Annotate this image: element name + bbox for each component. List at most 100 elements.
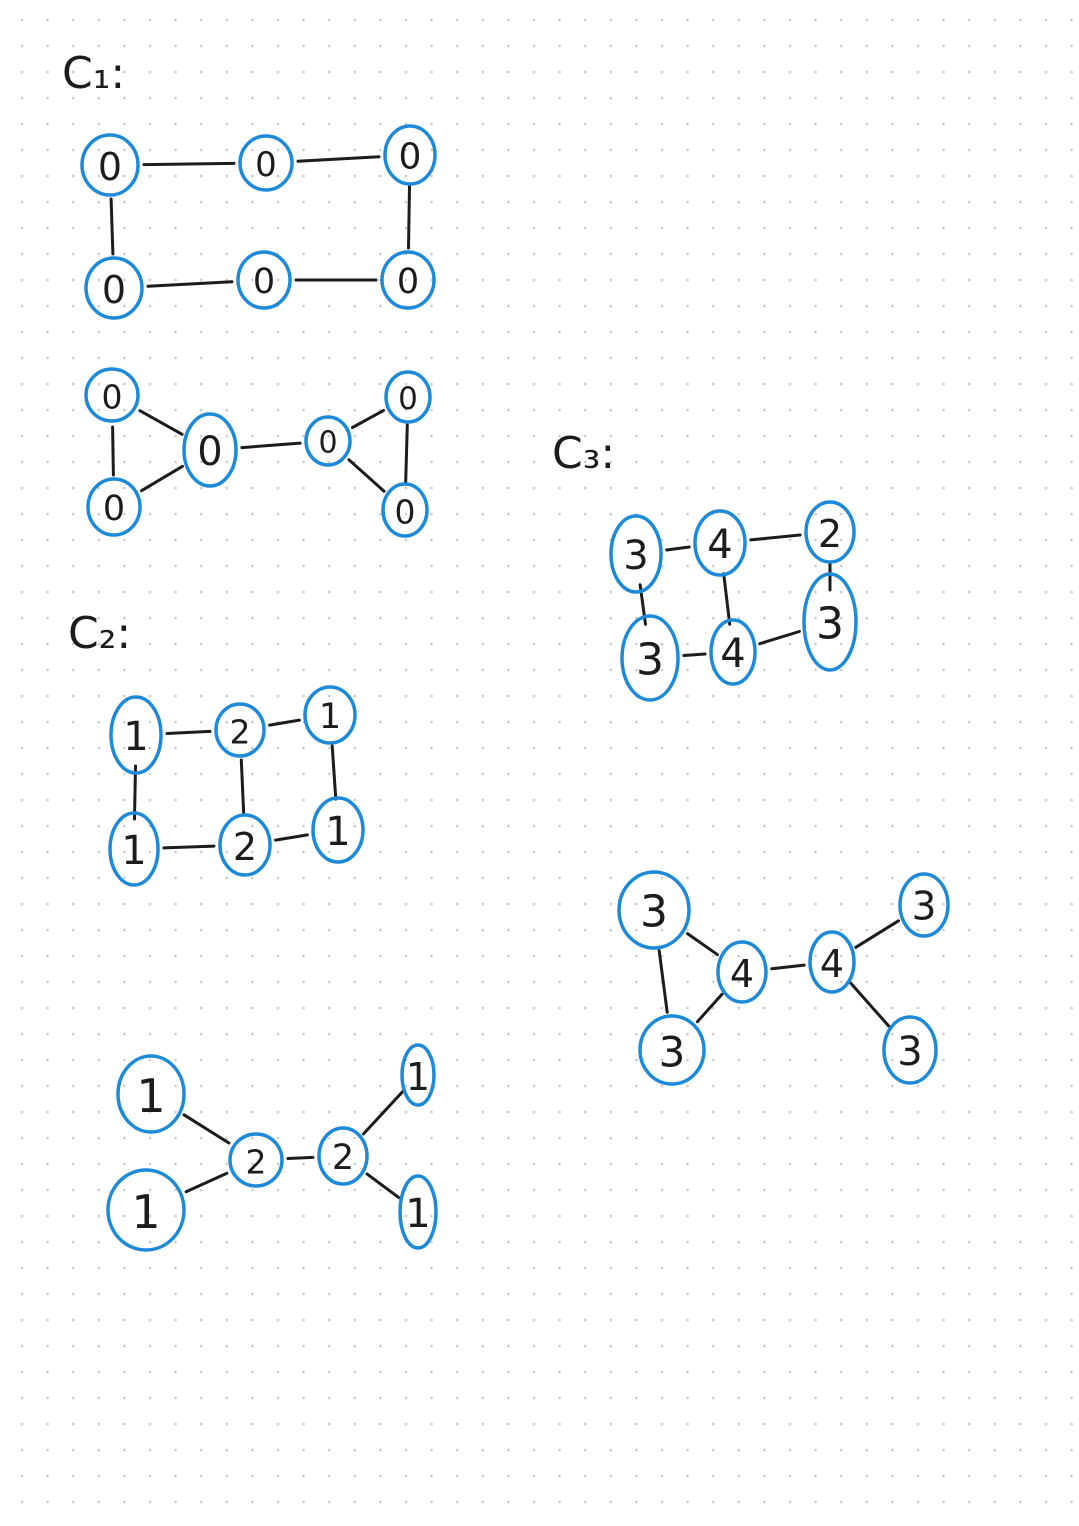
node-label: 0 <box>197 429 222 475</box>
node-label: 0 <box>395 493 416 532</box>
node-c3a5: 4 <box>709 618 757 686</box>
node-c2a3: 1 <box>303 685 357 745</box>
label-c2: C₂: <box>68 608 131 659</box>
edge-c2a1-c2a4 <box>133 764 137 821</box>
node-a4: 0 <box>84 256 144 320</box>
node-ring <box>398 1174 438 1250</box>
node-label: 1 <box>319 697 341 737</box>
node-ring <box>108 811 160 887</box>
node-ring <box>304 415 352 467</box>
node-ring <box>620 614 680 702</box>
node-ring <box>898 872 950 938</box>
node-label: 3 <box>636 635 664 686</box>
edge-c3a5-c3a6 <box>758 630 801 646</box>
node-b2: 0 <box>86 477 142 537</box>
edge-a1-a2 <box>142 161 236 167</box>
node-label: 1 <box>131 1185 160 1239</box>
edge-b4-b6 <box>347 458 386 493</box>
node-ring <box>693 509 747 577</box>
node-c2b1: 1 <box>116 1054 186 1134</box>
graph-c2-tree-edges <box>182 1089 405 1200</box>
edge-c2b1-c2b3 <box>182 1113 231 1145</box>
graph-c3-grid-edges <box>638 533 832 657</box>
node-ring <box>383 124 437 186</box>
node-ring <box>400 1043 436 1107</box>
node-label: 1 <box>325 809 350 855</box>
node-ring <box>617 870 691 950</box>
edge-c2b3-c2b4 <box>286 1155 315 1160</box>
edge-b5-b6 <box>404 423 409 484</box>
node-label: 0 <box>397 262 419 302</box>
node-label: 0 <box>398 381 418 417</box>
node-c2a6: 1 <box>311 796 365 864</box>
node-c3a3: 2 <box>804 500 856 564</box>
node-ring <box>380 250 436 310</box>
edge-c3b4-c3b5 <box>854 919 900 949</box>
edge-c2a4-c2a5 <box>162 844 216 850</box>
edge-a4-a5 <box>146 280 234 288</box>
node-ring <box>236 250 292 310</box>
edge-a3-a6 <box>407 184 411 250</box>
node-label: 4 <box>707 522 732 568</box>
node-ring <box>84 367 140 423</box>
graph-c2-tree: 1 1 2 2 1 1 <box>106 1043 438 1252</box>
node-ring <box>84 256 144 320</box>
node-ring <box>218 813 272 877</box>
node-c2a4: 1 <box>108 811 160 887</box>
node-label: 4 <box>820 942 844 986</box>
node-label: 3 <box>897 1029 922 1075</box>
node-b1: 0 <box>84 367 140 423</box>
node-ring <box>116 1054 186 1134</box>
node-label: 0 <box>103 489 125 529</box>
node-label: 1 <box>136 1069 165 1123</box>
node-c2a1: 1 <box>109 695 163 775</box>
edge-b1-b2 <box>111 425 115 477</box>
edge-c3a1-c3a2 <box>665 545 691 552</box>
node-label: 1 <box>406 1055 430 1099</box>
node-ring <box>106 1168 186 1252</box>
node-label: 3 <box>640 887 668 938</box>
node-label: 0 <box>318 426 337 461</box>
edge-c3b1-c3b3 <box>686 932 719 957</box>
node-c2b6: 1 <box>398 1174 438 1250</box>
node-c2b4: 2 <box>317 1126 369 1186</box>
node-label: 0 <box>98 145 122 189</box>
node-c2a2: 2 <box>214 702 266 758</box>
node-ring <box>804 500 856 564</box>
node-b6: 0 <box>381 482 429 538</box>
node-ring <box>214 702 266 758</box>
graph-c3-bowtie-edges <box>657 919 900 1028</box>
node-label: 2 <box>332 1138 354 1178</box>
node-a5: 0 <box>236 250 292 310</box>
edge-b4-b5 <box>351 409 385 429</box>
node-ring <box>882 1015 938 1085</box>
edge-c3b1-c3b2 <box>657 949 669 1014</box>
edge-c2b4-c2b5 <box>361 1089 405 1136</box>
edge-b1-b3 <box>138 409 184 436</box>
node-ring <box>311 796 365 864</box>
node-label: 0 <box>102 268 126 312</box>
node-label: 3 <box>912 885 937 930</box>
node-label: 0 <box>399 137 422 178</box>
node-label: 1 <box>121 828 146 874</box>
node-label: 2 <box>818 512 842 556</box>
node-ring <box>109 695 163 775</box>
node-a1: 0 <box>80 133 140 197</box>
edge-c2a1-c2a2 <box>165 729 212 735</box>
node-ring <box>716 940 768 1004</box>
node-b3: 0 <box>182 412 238 488</box>
node-label: 0 <box>102 378 123 417</box>
node-c3a2: 4 <box>693 509 747 577</box>
edge-c2a3-c2a6 <box>330 744 338 801</box>
node-label: 4 <box>720 631 745 677</box>
node-label: 2 <box>246 1143 267 1182</box>
node-c3b6: 3 <box>882 1015 938 1085</box>
node-ring <box>384 370 432 424</box>
edge-c2a5-c2a6 <box>274 833 309 842</box>
node-ring <box>182 412 238 488</box>
node-ring <box>609 514 663 594</box>
node-c2b2: 1 <box>106 1168 186 1252</box>
